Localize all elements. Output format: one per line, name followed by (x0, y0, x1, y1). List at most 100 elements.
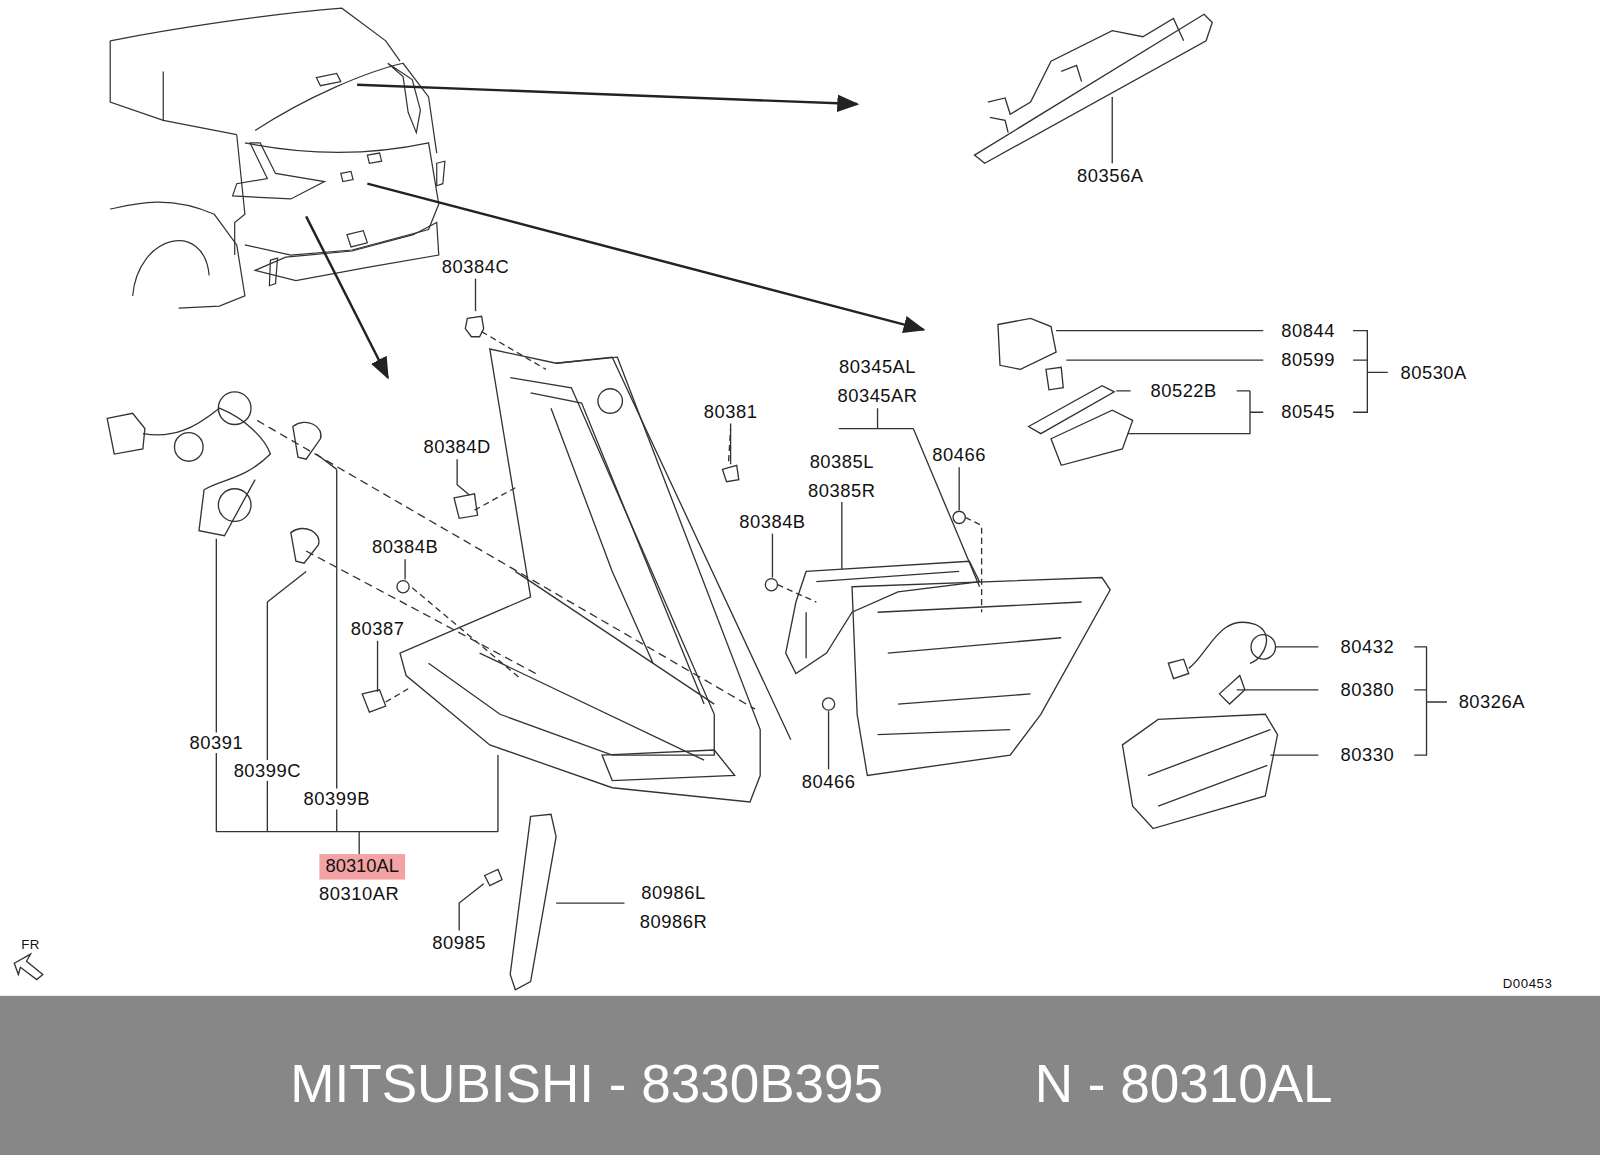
lamp-hole (598, 389, 622, 413)
bracket-line (216, 469, 498, 855)
callout-number: 80345AR (835, 386, 919, 406)
clip (454, 494, 477, 518)
callout-number: 80380 (1338, 680, 1396, 700)
front-indicator (14, 954, 43, 980)
screw (822, 698, 834, 710)
callout-number: 80986R (638, 911, 709, 931)
stop-lamp-body (974, 14, 1212, 163)
side-line (110, 41, 237, 135)
pointer-arrow (357, 85, 857, 104)
callout-number: 80326A (1457, 692, 1527, 712)
stop-lamp-detail (988, 18, 1184, 114)
leader-line (377, 641, 378, 692)
callout-number: 80387 (349, 618, 407, 638)
highlighted-part-number: 80310AL (325, 856, 399, 877)
callout-number: 80330 (1338, 745, 1396, 765)
car-detail (269, 73, 445, 285)
callout-number: 80385R (806, 481, 877, 501)
socket (218, 392, 251, 425)
screw (953, 511, 965, 523)
callout-number: 80381 (702, 402, 760, 422)
tailgate (245, 143, 439, 255)
callout-number: FR (19, 937, 42, 952)
highlight-box: 80310AL (319, 854, 405, 880)
lamp-housing (400, 349, 760, 802)
clip (465, 316, 483, 336)
roof-line (110, 8, 400, 61)
screw (485, 869, 502, 885)
reflector-body (510, 814, 556, 990)
tail-lamp-inner (786, 408, 1110, 775)
callout-number: 80391 (187, 733, 245, 753)
inner-lamp-detail (878, 602, 1082, 735)
lens (1029, 386, 1115, 434)
bulb (1046, 367, 1063, 389)
callout-number: D00453 (1501, 976, 1555, 991)
leader-line (404, 559, 405, 579)
callout-number: 80399C (232, 760, 303, 780)
wire (143, 408, 271, 536)
callout-number: 80522B (1148, 381, 1218, 401)
socket-harness (107, 392, 498, 855)
callout-number: 80384B (370, 537, 440, 557)
leader-line (828, 711, 829, 769)
dash-line (257, 420, 755, 709)
bracket-line (1056, 331, 1388, 434)
callout-number: 80345AL (837, 357, 918, 377)
screw (722, 465, 738, 481)
wire (1189, 622, 1267, 668)
wheel-arch (110, 202, 245, 308)
socket (1251, 635, 1275, 659)
footer-band-ground (0, 996, 1600, 1155)
pointer-arrow (306, 216, 388, 377)
marker-body (1122, 714, 1277, 828)
side-marker (1122, 622, 1446, 828)
wheel (133, 241, 210, 296)
footer-band: MITSUBISHI - 8330B395N - 80310AL (0, 996, 1600, 1155)
callout-number: 80385L (808, 452, 876, 472)
dash-line (965, 517, 981, 612)
callout-number: 80466 (800, 771, 858, 791)
callout-number: 80356A (1075, 165, 1145, 185)
tail-lamp-outer (257, 279, 816, 802)
bumper (255, 222, 439, 280)
bracket-line (1237, 647, 1447, 755)
callout-number: 80399B (301, 789, 371, 809)
socket (218, 489, 251, 522)
leader-line (959, 467, 960, 510)
stop-lamp-detail (990, 65, 1082, 132)
leader-line (457, 459, 469, 495)
pointer-arrow (367, 184, 923, 330)
nut (397, 581, 409, 593)
callout-number: 80310AR (317, 884, 401, 904)
connector (107, 413, 145, 454)
car-tail-lamp (388, 63, 421, 132)
nut (765, 579, 777, 591)
gasket (786, 561, 980, 673)
lamp-housing (998, 318, 1056, 369)
lamp-reflector (602, 750, 735, 781)
lamp-base (1051, 410, 1133, 465)
high-stop-lamp (974, 14, 1212, 163)
callout-number: 80545 (1279, 402, 1337, 422)
part-number-caption: MITSUBISHI - 8330B395 (290, 1053, 883, 1114)
inner-lamp-body (852, 578, 1110, 776)
pillar-line (163, 71, 245, 255)
callout-number: 80844 (1279, 320, 1337, 340)
license-lamp (998, 318, 1388, 465)
socket (174, 433, 203, 462)
callout-number: 80384B (737, 511, 807, 531)
callout-number: 80432 (1338, 637, 1396, 657)
reflector (459, 814, 624, 990)
callout-number: 80384D (421, 437, 492, 457)
dash-line (386, 332, 817, 702)
callout-number: 80530A (1398, 362, 1468, 382)
marker-detail (1148, 730, 1270, 807)
callout-number: 80986L (639, 883, 707, 903)
front-arrow (14, 954, 43, 980)
lamp-inner (429, 378, 715, 756)
car-tail-lamp (233, 143, 325, 199)
leader-line (267, 454, 336, 602)
